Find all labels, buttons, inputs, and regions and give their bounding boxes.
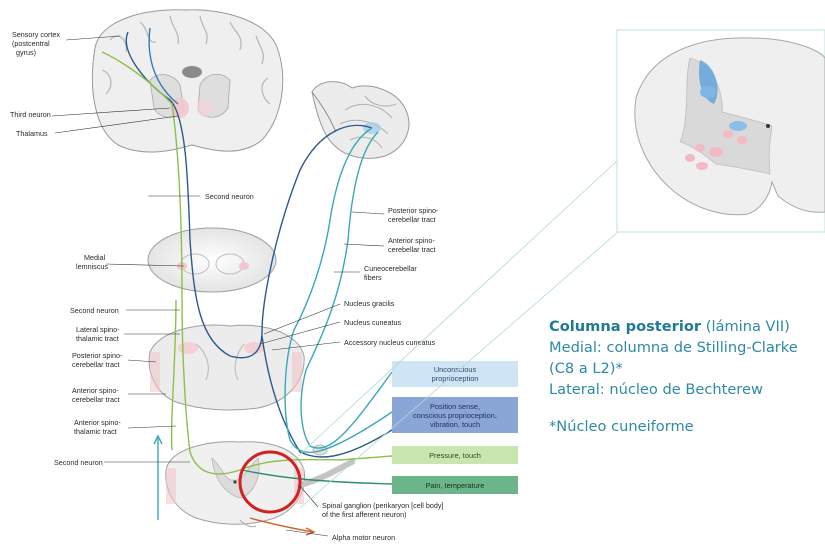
- label-third-neuron: Third neuron: [10, 110, 51, 119]
- modality-boxes: Unconscious proprioception Position sens…: [392, 361, 518, 494]
- label-anterior-spinocerebellar-r1: Anterior spino-: [388, 236, 435, 245]
- notes-title-rest: (lámina VII): [701, 318, 790, 335]
- label-posterior-spinocerebellar-r1: Posterior spino-: [388, 206, 439, 215]
- box-unconscious-line2: proprioception: [432, 374, 479, 383]
- brain-coronal-section: [92, 10, 282, 152]
- label-cuneocerebellar-2: fibers: [364, 273, 382, 282]
- label-nucleus-gracilis: Nucleus gracilis: [344, 299, 395, 308]
- box-position-line1: Position sense,: [430, 402, 480, 411]
- notes-line-lateral: Lateral: núcleo de Bechterew: [549, 379, 825, 400]
- label-spinal-ganglion-2: of the first afferent neuron): [322, 510, 407, 519]
- label-anterior-spinothalamic-1: Anterior spino-: [74, 418, 121, 427]
- box-unconscious-line1: Unconscious: [434, 365, 477, 374]
- label-lateral-spinothalamic-2: thalamic tract: [76, 334, 119, 343]
- label-second-neuron-mid: Second neuron: [70, 306, 119, 315]
- label-anterior-spinothalamic-2: thalamic tract: [74, 427, 117, 436]
- label-anterior-spinocerebellar-r2: cerebellar tract: [388, 245, 436, 254]
- box-position-line3: vibration, touch: [430, 420, 480, 429]
- label-accessory-nucleus: Accessory nucleus cuneatus: [344, 338, 435, 347]
- notes-line-medial: Medial: columna de Stilling-Clarke: [549, 337, 825, 358]
- label-cuneocerebellar-1: Cuneocerebellar: [364, 264, 417, 273]
- label-posterior-spinocerebellar-r2: cerebellar tract: [388, 215, 436, 224]
- label-lateral-spinothalamic-1: Lateral spino-: [76, 325, 120, 334]
- box-position-line2: conscious proprioception,: [413, 411, 497, 420]
- cerebellum-section: [312, 82, 409, 159]
- label-second-neuron-top: Second neuron: [205, 192, 254, 201]
- label-second-neuron-low: Second neuron: [54, 458, 103, 467]
- label-medial-lemniscus-1: Medial: [84, 253, 106, 262]
- label-sensory-cortex-2: (postcentral: [12, 39, 50, 48]
- label-spinal-ganglion-1: Spinal ganglion (perikaryon [cell body]: [322, 501, 443, 510]
- label-alpha-motor: Alpha motor neuron: [332, 533, 395, 542]
- label-nucleus-cuneatus: Nucleus cuneatus: [344, 318, 402, 327]
- label-medial-lemniscus-2: lemniscus: [76, 262, 108, 271]
- label-posterior-spinocerebellar-l1: Posterior spino-: [72, 351, 123, 360]
- label-anterior-spinocerebellar-l1: Anterior spino-: [72, 386, 119, 395]
- notes-title-bold: Columna posterior: [549, 318, 701, 335]
- box-pressure-text: Pressure, touch: [429, 451, 481, 460]
- box-pain-text: Pain, temperature: [426, 481, 485, 490]
- label-sensory-cortex: Sensory cortex: [12, 30, 60, 39]
- label-anterior-spinocerebellar-l2: cerebellar tract: [72, 395, 120, 404]
- label-sensory-cortex-3: gyrus): [16, 48, 36, 57]
- notes-line-footnote: *Núcleo cuneiforme: [549, 416, 825, 437]
- notes-title: Columna posterior (lámina VII): [549, 316, 825, 337]
- label-thalamus: Thalamus: [16, 129, 48, 138]
- label-posterior-spinocerebellar-l2: cerebellar tract: [72, 360, 120, 369]
- annotation-notes: Columna posterior (lámina VII) Medial: c…: [549, 316, 825, 437]
- notes-line-range: (C8 a L2)*: [549, 358, 825, 379]
- medulla-upper-section: [148, 228, 276, 292]
- inset-spinal-cord: [617, 30, 825, 232]
